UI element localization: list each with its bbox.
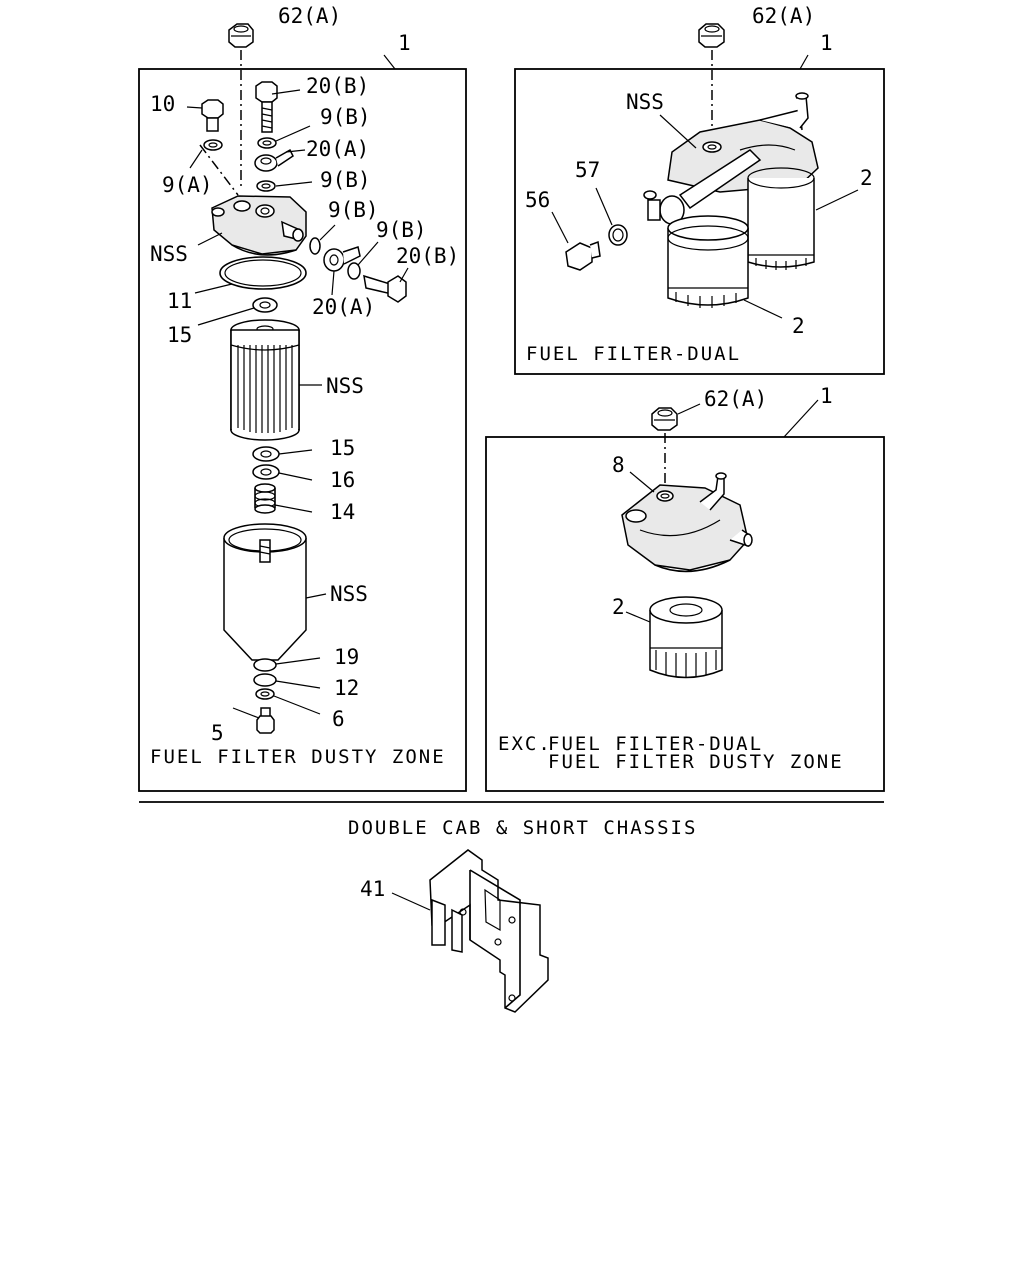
- drain-plug-5: [256, 707, 275, 734]
- washer-15-top: [252, 297, 278, 313]
- label-nss-head: NSS: [150, 242, 188, 266]
- label-20a-top: 20(A): [306, 137, 369, 161]
- o-ring-11: [219, 256, 307, 290]
- label-2-dual-rear: 2: [860, 166, 873, 190]
- washer-19: [253, 658, 277, 672]
- label-1-exc: 1: [820, 384, 833, 408]
- nut-62a-exc: [651, 407, 678, 431]
- washer-9b-outer: [347, 262, 361, 280]
- label-20b-top: 20(B): [306, 74, 369, 98]
- label-9b-mid: 9(B): [320, 168, 371, 192]
- label-9b-outer: 9(B): [376, 218, 427, 242]
- nut-62a-left: [228, 23, 254, 48]
- label-62a-exc: 62(A): [704, 387, 767, 411]
- label-62a-dual: 62(A): [752, 4, 815, 28]
- washer-12: [253, 673, 277, 687]
- label-15-top: 15: [167, 323, 192, 347]
- label-9b-top: 9(B): [320, 105, 371, 129]
- label-9b-side: 9(B): [328, 198, 379, 222]
- washer-6: [255, 688, 275, 700]
- filter-bowl: [223, 523, 307, 661]
- bolt-20b-top: [255, 81, 278, 133]
- washer-9a: [203, 139, 223, 151]
- label-5: 5: [211, 721, 224, 745]
- washer-16: [252, 464, 280, 480]
- dusty-zone-assembly: 62(A) 1 20(B) 10 9(B) 20(A) 9(A) 9(B) 9(…: [150, 4, 459, 768]
- filter-head-8: [621, 472, 753, 573]
- section-title-double-cab: DOUBLE CAB & SHORT CHASSIS: [348, 817, 697, 839]
- label-62a-left: 62(A): [278, 4, 341, 28]
- plug-56: [565, 240, 601, 271]
- label-1-left: 1: [398, 31, 411, 55]
- panel-exc-fuel-filter: [485, 436, 885, 792]
- bolt-20b-side: [363, 274, 407, 303]
- dual-canister-front: [667, 215, 749, 308]
- filter-head: [211, 195, 307, 256]
- label-12: 12: [334, 676, 359, 700]
- dual-canister-rear: [747, 167, 815, 270]
- label-nss-element: NSS: [326, 374, 364, 398]
- label-2-exc: 2: [612, 595, 625, 619]
- label-10: 10: [150, 92, 175, 116]
- dual-filter-assembly: 62(A) 1 NSS 57 56 2 2 FUEL FILTER-DUAL: [525, 4, 873, 365]
- caption-exc-line1: FUEL FILTER-DUAL: [548, 733, 763, 755]
- washer-9b-mid: [256, 180, 276, 192]
- label-nss-dual: NSS: [626, 90, 664, 114]
- label-16: 16: [330, 468, 355, 492]
- caption-fuel-filter-dual: FUEL FILTER-DUAL: [526, 343, 741, 365]
- label-6: 6: [332, 707, 345, 731]
- caption-dusty-zone: FUEL FILTER DUSTY ZONE: [150, 746, 446, 768]
- caption-exc-prefix: EXC.: [498, 733, 552, 755]
- standard-filter-assembly: 62(A) 1 8 2 EXC. FUEL FILTER-DUAL FUEL F…: [498, 384, 844, 773]
- label-2-dual-front: 2: [792, 314, 805, 338]
- eye-bolt-20a-top: [254, 148, 294, 172]
- nut-62a-dual: [698, 23, 725, 48]
- label-20b-side: 20(B): [396, 244, 459, 268]
- leaders-dual: [551, 54, 859, 319]
- label-19: 19: [334, 645, 359, 669]
- label-9a: 9(A): [162, 173, 213, 197]
- label-57: 57: [575, 158, 600, 182]
- leaders-exc: [625, 399, 819, 623]
- label-8: 8: [612, 453, 625, 477]
- label-15-bottom: 15: [330, 436, 355, 460]
- o-ring-57: [608, 224, 628, 246]
- washer-9b-top: [257, 137, 277, 149]
- label-41: 41: [360, 877, 385, 901]
- bolt-10: [201, 99, 224, 132]
- panel-fuel-filter-dual: [514, 68, 885, 375]
- label-20a-side: 20(A): [312, 295, 375, 319]
- label-nss-bowl: NSS: [330, 582, 368, 606]
- eye-bolt-20a-side: [323, 246, 361, 272]
- spring-14: [254, 483, 276, 514]
- label-11: 11: [167, 289, 192, 313]
- bracket-41: [391, 849, 549, 1013]
- leaders-dusty: [186, 54, 409, 719]
- filter-element: [230, 319, 300, 441]
- caption-exc-line2: FUEL FILTER DUSTY ZONE: [548, 751, 844, 773]
- washer-9b-side: [309, 237, 321, 255]
- washer-15-bottom: [252, 446, 280, 462]
- label-14: 14: [330, 500, 355, 524]
- filter-cartridge-2: [649, 596, 723, 679]
- label-1-dual: 1: [820, 31, 833, 55]
- label-56: 56: [525, 188, 550, 212]
- panel-dusty-zone: [138, 68, 467, 792]
